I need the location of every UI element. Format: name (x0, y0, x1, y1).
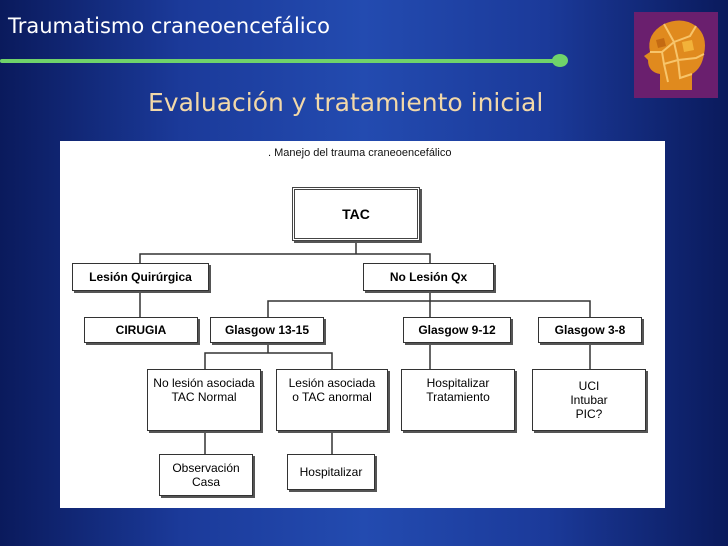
connector-tac (139, 241, 431, 263)
node-hospitalizar-tratamiento: Hospitalizar Tratamiento (401, 369, 515, 431)
connector-glasgow-sub (204, 343, 333, 369)
node-cirugia: CIRUGIA (84, 317, 198, 343)
puzzle-head-icon (634, 12, 718, 98)
flowchart-panel: . Manejo del trauma craneoencefálico TAC… (60, 141, 665, 508)
connector-lines (139, 241, 591, 454)
node-uci: UCI Intubar PIC? (532, 369, 646, 431)
node-lesion-quirurgica: Lesión Quirúrgica (72, 263, 209, 291)
connector-nolesion-glasgow (267, 291, 591, 317)
slide-subtitle: Evaluación y tratamiento inicial (148, 88, 544, 117)
title-divider (0, 59, 560, 63)
node-no-lesion-asociada: No lesión asociada TAC Normal (147, 369, 261, 431)
slide-title: Traumatismo craneoencefálico (8, 14, 331, 38)
node-glasgow-13-15: Glasgow 13-15 (210, 317, 324, 343)
node-glasgow-3-8: Glasgow 3-8 (538, 317, 642, 343)
node-glasgow-9-12: Glasgow 9-12 (403, 317, 511, 343)
node-no-lesion-qx: No Lesión Qx (363, 263, 494, 291)
title-divider-dot (552, 54, 568, 67)
node-tac: TAC (292, 187, 420, 241)
node-hospitalizar: Hospitalizar (287, 454, 375, 490)
node-observacion: Observación Casa (159, 454, 253, 496)
flowchart-caption: . Manejo del trauma craneoencefálico (268, 147, 452, 159)
node-lesion-asociada: Lesión asociada o TAC anormal (276, 369, 388, 431)
